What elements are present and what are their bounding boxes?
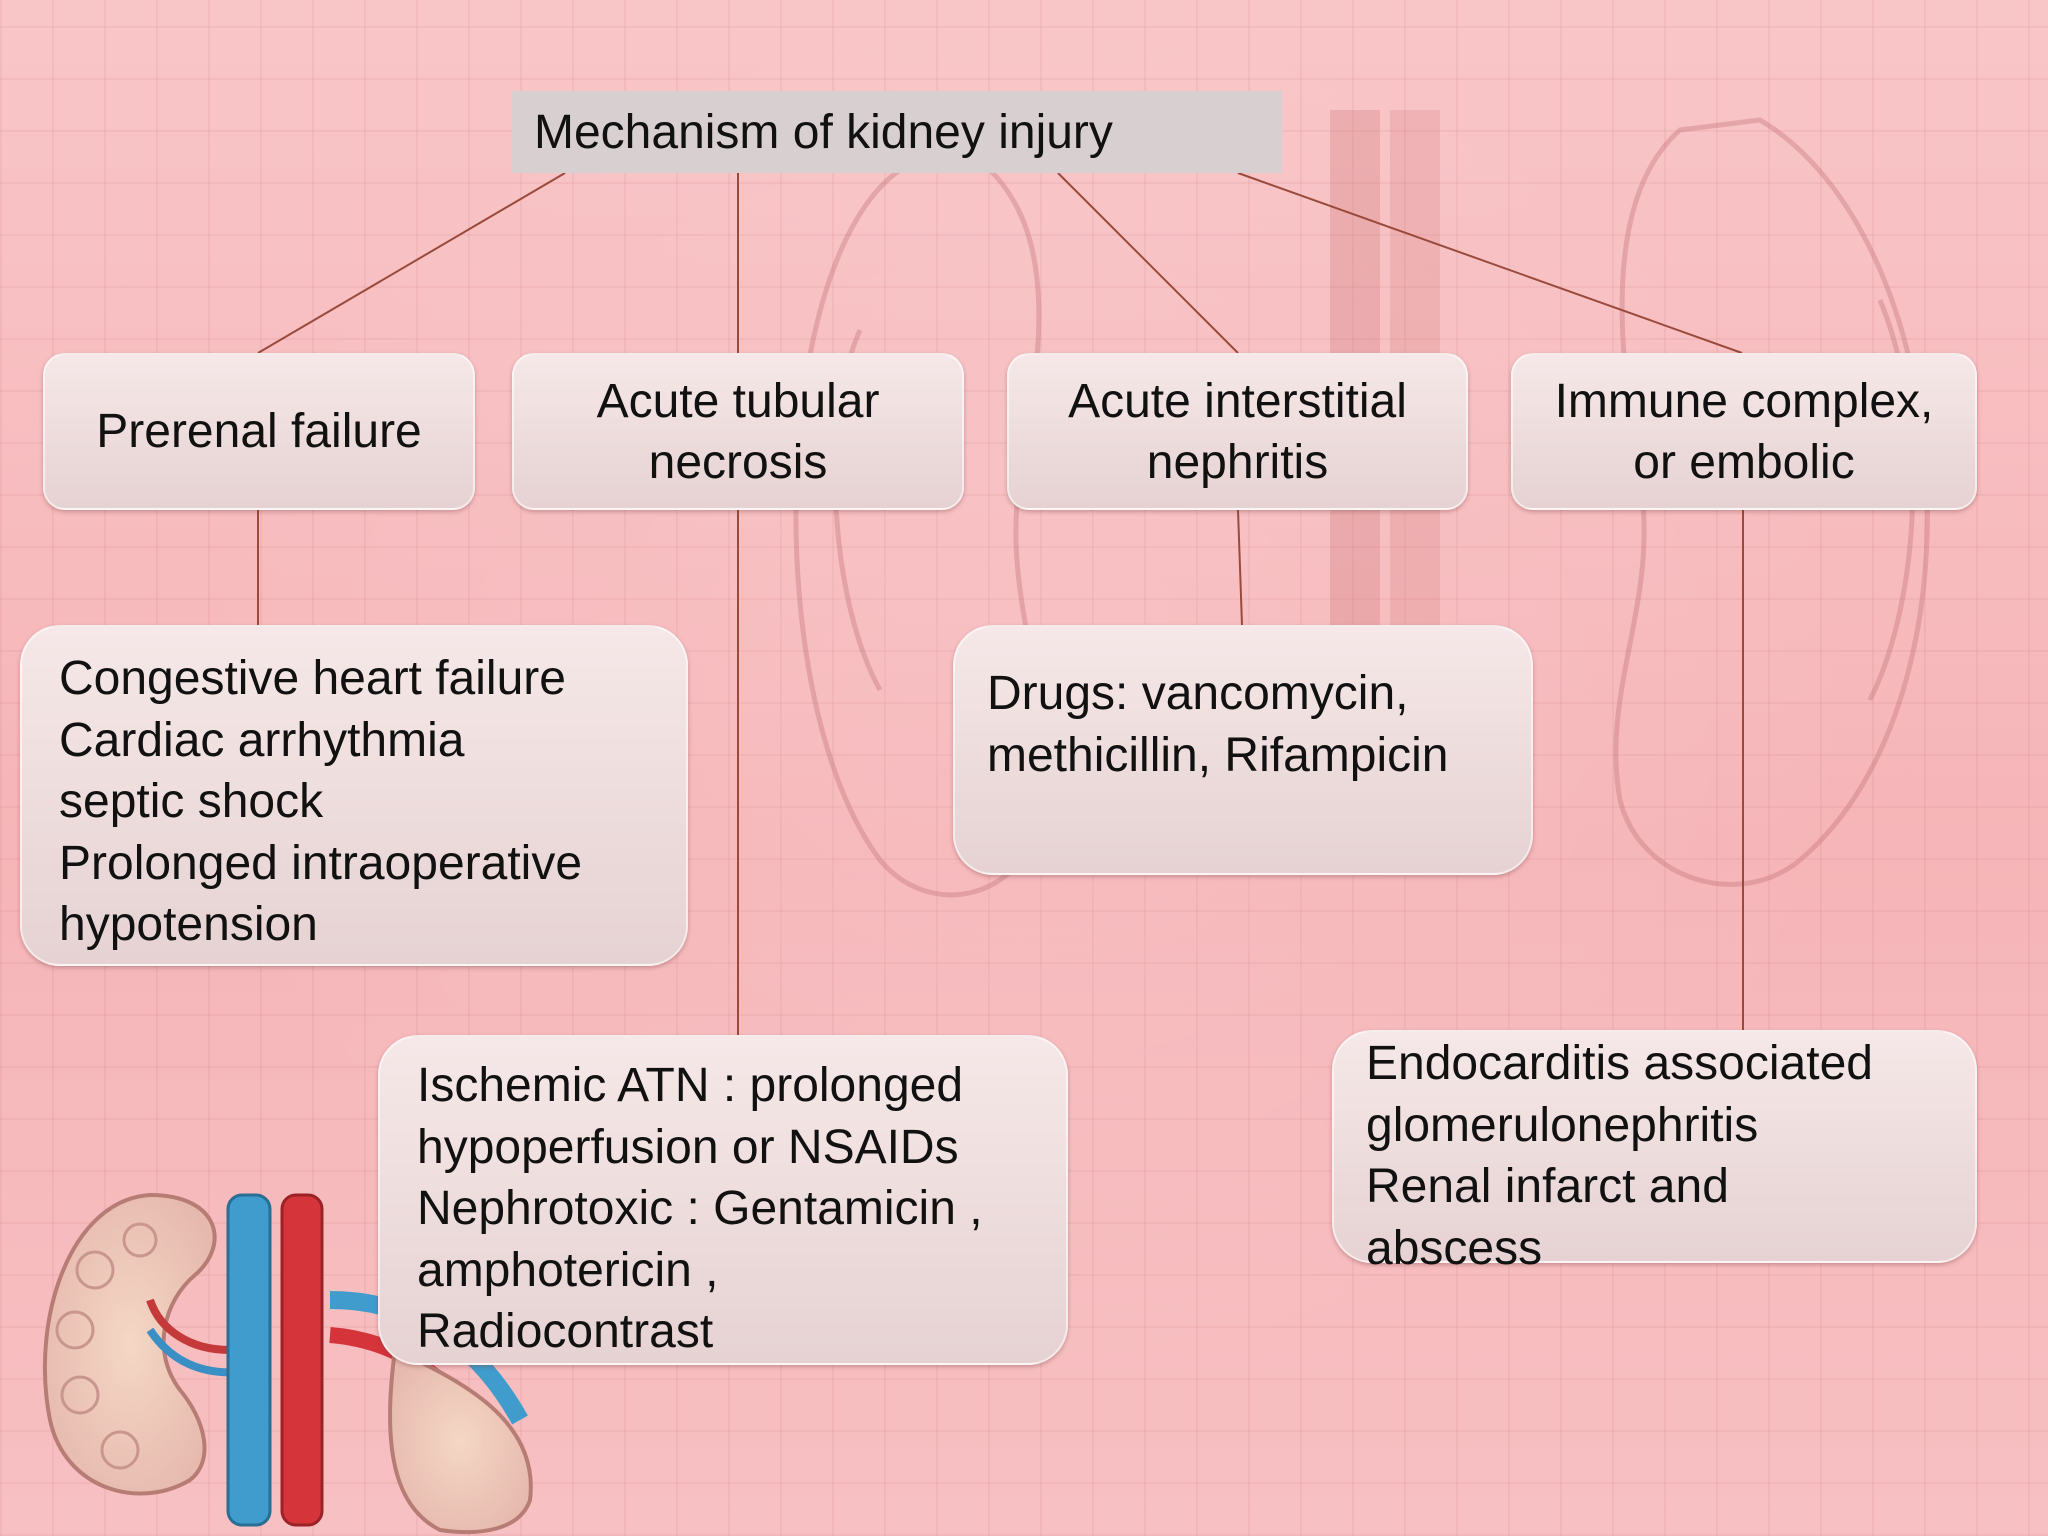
detail-line: hypoperfusion or NSAIDs xyxy=(417,1120,959,1174)
details-immune: Endocarditis associated glomerulonephrit… xyxy=(1332,1030,1977,1275)
details-ain: Drugs: vancomycin, methicillin, Rifampic… xyxy=(953,625,1533,875)
diagram-title-text: Mechanism of kidney injury xyxy=(534,105,1113,159)
detail-line: hypotension xyxy=(59,898,318,951)
detail-line: glomerulonephritis xyxy=(1366,1098,1759,1152)
details-atn: Ischemic ATN : prolonged hypoperfusion o… xyxy=(378,1035,1068,1365)
diagram-title: Mechanism of kidney injury xyxy=(512,91,1282,173)
detail-line: Endocarditis associated xyxy=(1366,1037,1873,1090)
category-immune: Immune complex, or embolic xyxy=(1511,353,1977,510)
detail-line: amphotericin , xyxy=(417,1243,719,1297)
detail-line: septic shock xyxy=(59,775,324,828)
connector-ain-details xyxy=(1237,509,1243,626)
detail-line: abscess xyxy=(1366,1221,1543,1275)
details-prerenal: Congestive heart failure Cardiac arrhyth… xyxy=(20,625,688,966)
category-prerenal-label: Prerenal failure xyxy=(96,405,422,458)
detail-line: Cardiac arrhythmia xyxy=(59,713,465,767)
connector-title-prerenal xyxy=(257,172,566,354)
detail-line: Radiocontrast xyxy=(417,1305,714,1358)
detail-line: Renal infarct and xyxy=(1366,1160,1729,1213)
category-atn: Acute tubular necrosis xyxy=(512,353,964,510)
detail-line: Drugs: vancomycin, xyxy=(987,667,1409,720)
detail-line: Prolonged intraoperative xyxy=(59,836,583,890)
detail-line: Nephrotoxic : Gentamicin , xyxy=(417,1182,983,1235)
connector-title-ain xyxy=(1057,172,1239,354)
category-immune-label: Immune complex, or embolic xyxy=(1554,374,1934,489)
detail-line: Congestive heart failure xyxy=(59,652,566,705)
detail-line: Ischemic ATN : prolonged xyxy=(417,1059,964,1112)
connector-title-immune xyxy=(1237,172,1743,354)
category-ain-label: Acute interstitial nephritis xyxy=(1068,374,1407,489)
category-ain: Acute interstitial nephritis xyxy=(1007,353,1468,510)
category-atn-label: Acute tubular necrosis xyxy=(596,374,880,489)
detail-line: methicillin, Rifampicin xyxy=(987,728,1449,782)
category-prerenal: Prerenal failure xyxy=(43,353,475,510)
